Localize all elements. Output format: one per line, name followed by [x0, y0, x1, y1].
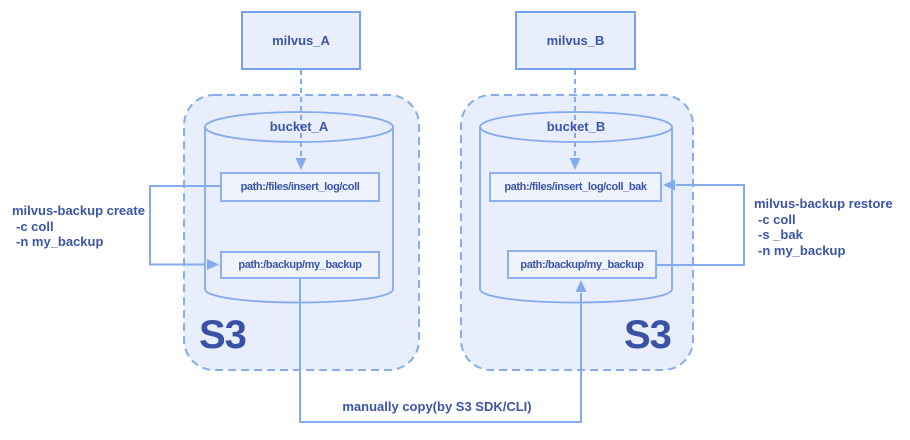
bucket-a-label: bucket_A	[269, 119, 329, 134]
create-command-line-2: -c coll	[16, 218, 54, 234]
milvus-a-to-bucket-a-arrow	[295, 70, 307, 170]
create-connector	[149, 185, 220, 270]
restore-command-line-2: -c coll	[758, 211, 796, 227]
create-command-line-3: -n my_backup	[16, 234, 104, 249]
restore-command-line-4: -n my_backup	[758, 242, 846, 258]
bucket-a-path-insert-log-box: path:/files/insert_log/coll	[220, 172, 380, 202]
restore-command-label: milvus-backup restore -c coll -s _bak -n…	[754, 196, 893, 258]
copy-connector	[299, 279, 587, 423]
create-command-label: milvus-backup create -c coll -n my_backu…	[12, 203, 145, 250]
bucket-b-path-insert-log-label: path:/files/insert_log/coll_bak	[504, 181, 647, 193]
milvus-a-label: milvus_A	[272, 33, 330, 48]
bucket-a-path-insert-log-label: path:/files/insert_log/coll	[240, 181, 360, 193]
restore-connector	[657, 179, 745, 266]
bucket-b-path-my-backup-label: path:/backup/my_backup	[520, 258, 644, 271]
bucket-a-path-my-backup-box: path:/backup/my_backup	[220, 251, 380, 279]
restore-command-line-1: milvus-backup restore	[754, 196, 893, 211]
bucket-b-path-my-backup-box: path:/backup/my_backup	[507, 250, 657, 279]
bucket-b-label: bucket_B	[546, 119, 606, 134]
milvus-b-label: milvus_B	[546, 33, 605, 48]
milvus-b-node: milvus_B	[515, 11, 636, 70]
bucket-b-path-insert-log-box: path:/files/insert_log/coll_bak	[489, 172, 662, 202]
milvus-a-node: milvus_A	[241, 11, 361, 70]
s3-label-b: S3	[624, 313, 672, 357]
s3-label-a: S3	[199, 313, 247, 357]
restore-command-line-3: -s _bak	[758, 227, 803, 242]
create-command-line-1: milvus-backup create	[12, 203, 145, 218]
copy-label: manually copy(by S3 SDK/CLI)	[342, 399, 532, 414]
milvus-b-to-bucket-b-arrow	[569, 70, 581, 170]
bucket-a-path-my-backup-label: path:/backup/my_backup	[238, 259, 362, 271]
